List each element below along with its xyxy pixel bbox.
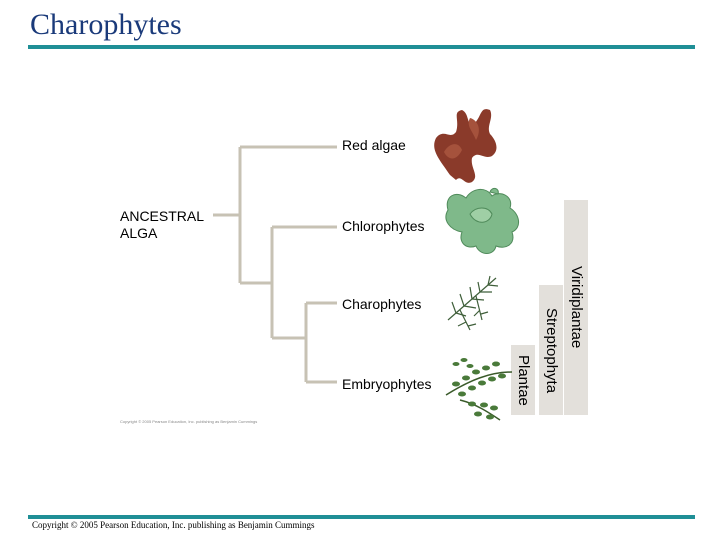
viridiplantae-label: Viridiplantae	[568, 265, 585, 349]
plantae-bar	[511, 345, 535, 415]
streptophyta-label: Streptophyta	[543, 308, 560, 394]
embryophyte-illustration	[445, 358, 513, 421]
image-credit: Copyright © 2005 Pearson Education, Inc.…	[120, 419, 258, 424]
streptophyte-branch	[272, 301, 337, 384]
plantae-label: Plantae	[515, 354, 532, 406]
taxon-charophytes: Charophytes	[342, 296, 422, 312]
copyright-notice: Copyright © 2005 Pearson Education, Inc.…	[32, 520, 315, 530]
chlorophyte-illustration	[445, 187, 519, 254]
title-divider	[28, 45, 695, 49]
streptophyta-bar	[539, 285, 563, 415]
footer-divider	[28, 515, 695, 519]
red-alga-illustration	[434, 109, 497, 183]
taxon-red-algae: Red algae	[342, 137, 406, 153]
green-clade-branch	[240, 225, 337, 338]
ancestral-alga-line-2: ALGA	[120, 225, 158, 241]
charophyte-illustration	[447, 275, 499, 331]
ancestral-alga-label: ANCESTRAL ALGA	[120, 208, 204, 242]
ancestral-alga-line-1: ANCESTRAL	[120, 208, 205, 224]
viridiplantae-bar	[564, 200, 588, 415]
red-algae-branch	[238, 145, 337, 283]
taxon-chlorophytes: Chlorophytes	[342, 218, 425, 234]
slide-title: Charophytes	[30, 8, 182, 41]
taxon-embryophytes: Embryophytes	[342, 376, 432, 392]
